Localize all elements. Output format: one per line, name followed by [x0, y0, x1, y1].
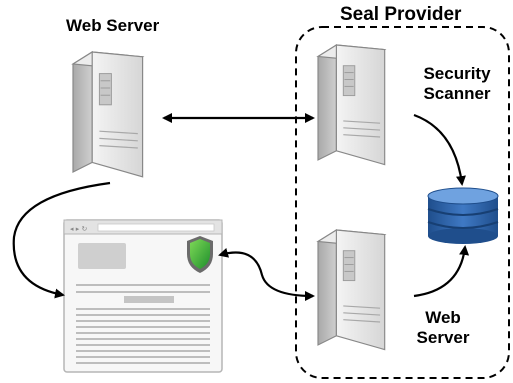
- seal-provider-label: Seal Provider: [340, 4, 462, 25]
- arrow-shield-webserver: [218, 247, 315, 301]
- security-scanner-server-icon: [317, 44, 386, 166]
- arrow-server-browser: [12, 181, 111, 299]
- web-server-right-server-icon: [317, 229, 386, 351]
- web-server-left-label: Web Server: [66, 16, 160, 35]
- seal-provider-boundary: [295, 26, 510, 379]
- web-server-right-label-line2: Server: [416, 327, 470, 347]
- arrow-scanner-db: [413, 113, 466, 186]
- database-icon: [427, 187, 499, 244]
- arrow-webserver-db: [413, 245, 470, 298]
- security-scanner-label: Security Scanner: [414, 64, 500, 103]
- shield-icon: [187, 236, 213, 273]
- web-server-right-label: Web Server: [414, 308, 472, 347]
- security-scanner-label-line2: Scanner: [423, 83, 491, 103]
- svg-text:◂ ▸ ↻: ◂ ▸ ↻: [70, 225, 87, 233]
- web-server-right-label-line1: Web: [425, 308, 461, 327]
- web-server-left-server-icon: [72, 51, 144, 178]
- security-scanner-label-line1: Security: [423, 64, 491, 83]
